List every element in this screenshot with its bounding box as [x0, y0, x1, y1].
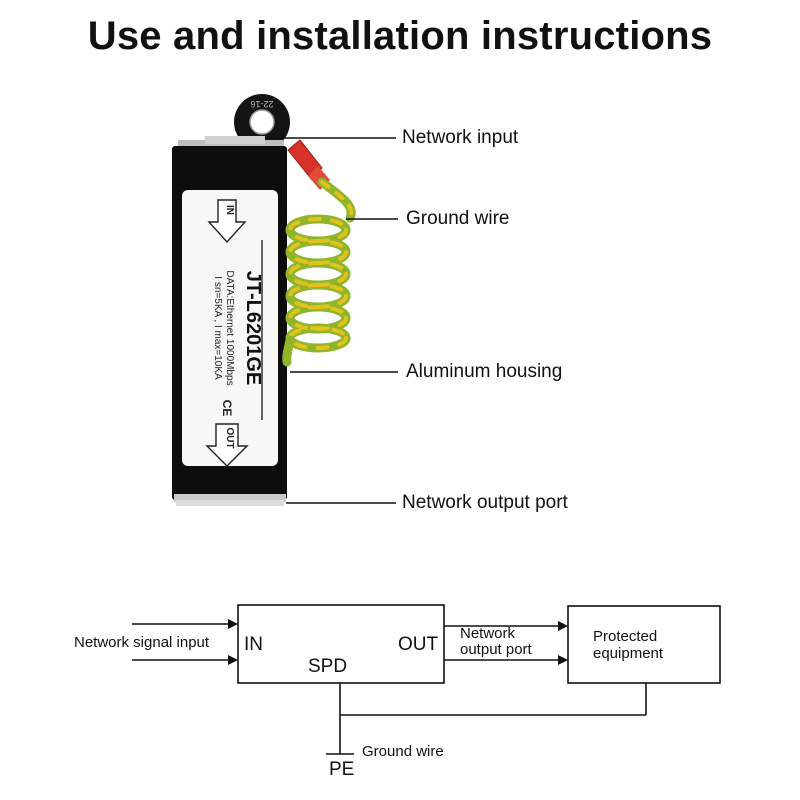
callout-network-input: Network input — [402, 127, 519, 148]
label-output-port-line2: output port — [460, 641, 532, 658]
spec-line-1: DATA:Ethernet 1000Mbps — [224, 270, 235, 385]
label-pe: PE — [329, 759, 355, 780]
out-arrow-text: OUT — [224, 427, 235, 448]
protected-equipment-box — [567, 605, 721, 684]
label-in: IN — [244, 634, 263, 655]
label-equipment-line1: Protected — [593, 628, 658, 645]
spec-line-2: I sn=5KA , I max=10KA — [212, 276, 223, 380]
callout-aluminum-housing: Aluminum housing — [406, 361, 563, 382]
callout-network-output-port: Network output port — [402, 492, 568, 513]
label-out: OUT — [398, 634, 439, 655]
in-arrow: IN — [207, 199, 247, 244]
spd-box — [237, 604, 445, 684]
page-title: Use and installation instructions — [87, 14, 713, 58]
ground-wire-coil — [282, 177, 356, 367]
model-number: JT-L6201GE — [242, 271, 264, 386]
lug-marking: 22-16 — [250, 99, 273, 109]
label-spd: SPD — [308, 656, 348, 677]
product-label — [182, 190, 278, 466]
callout-leaders — [276, 137, 398, 504]
label-rotated-text: JT-L6201GE DATA:Ethernet 1000Mbps I sn=5… — [212, 270, 264, 416]
label-output-port-line1: Network — [460, 625, 516, 642]
out-arrow: OUT — [205, 423, 249, 467]
wiring-diagram — [132, 604, 721, 755]
bottom-end-cap — [174, 494, 286, 502]
label-network-signal-input: Network signal input — [74, 634, 210, 651]
ce-mark: CE — [220, 400, 234, 417]
callout-ground-wire: Ground wire — [406, 208, 510, 229]
in-arrow-text: IN — [224, 205, 235, 215]
label-equipment-line2: equipment — [593, 645, 664, 662]
label-ground-wire: Ground wire — [362, 743, 444, 760]
